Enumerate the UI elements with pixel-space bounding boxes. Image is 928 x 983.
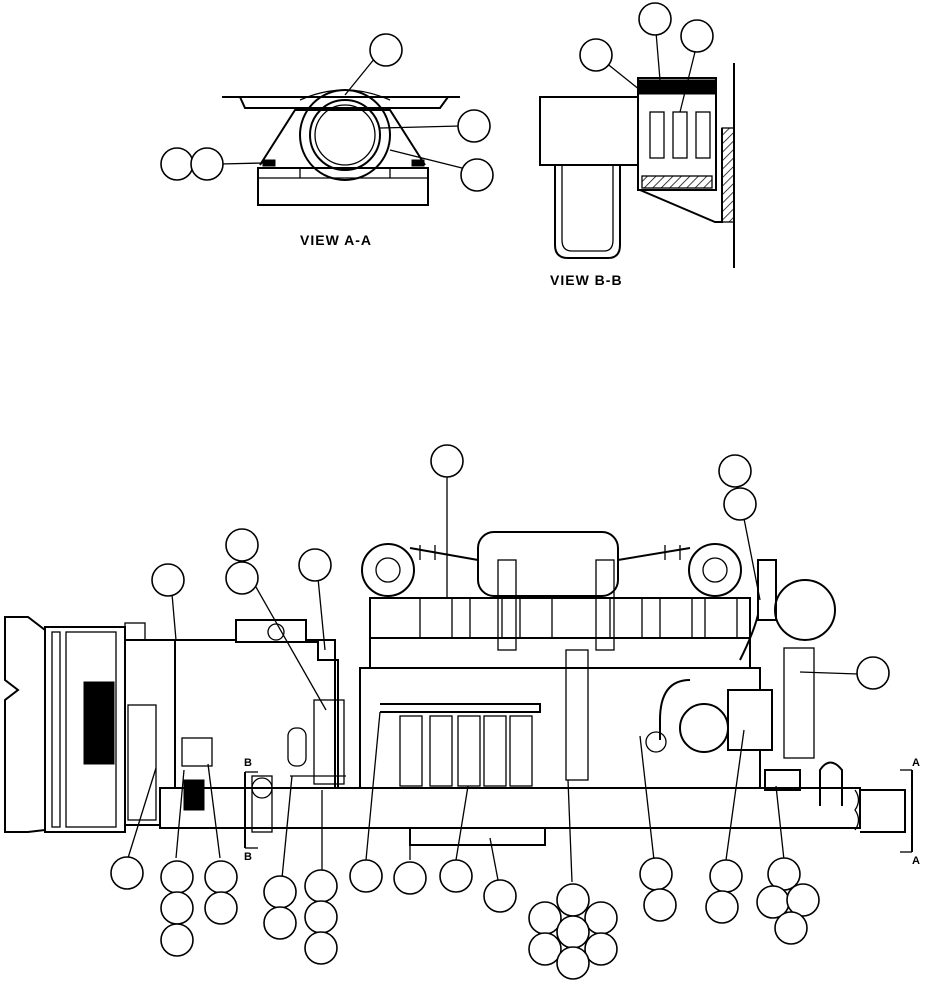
callout-bubbles bbox=[110, 444, 890, 980]
section-b-bottom-marker: B bbox=[244, 851, 252, 863]
section-a-bottom-marker: A bbox=[912, 855, 920, 867]
view-b-b-label: VIEW B-B bbox=[550, 272, 623, 288]
section-a-top-marker: A bbox=[912, 757, 920, 769]
view-b-b-detail: VIEW B-B bbox=[539, 2, 735, 288]
engine-side-view: A A B B bbox=[4, 444, 920, 980]
section-b-top-marker: B bbox=[244, 757, 252, 769]
view-a-a-label: VIEW A-A bbox=[300, 232, 372, 248]
view-a-a-detail: VIEW A-A bbox=[160, 33, 494, 248]
